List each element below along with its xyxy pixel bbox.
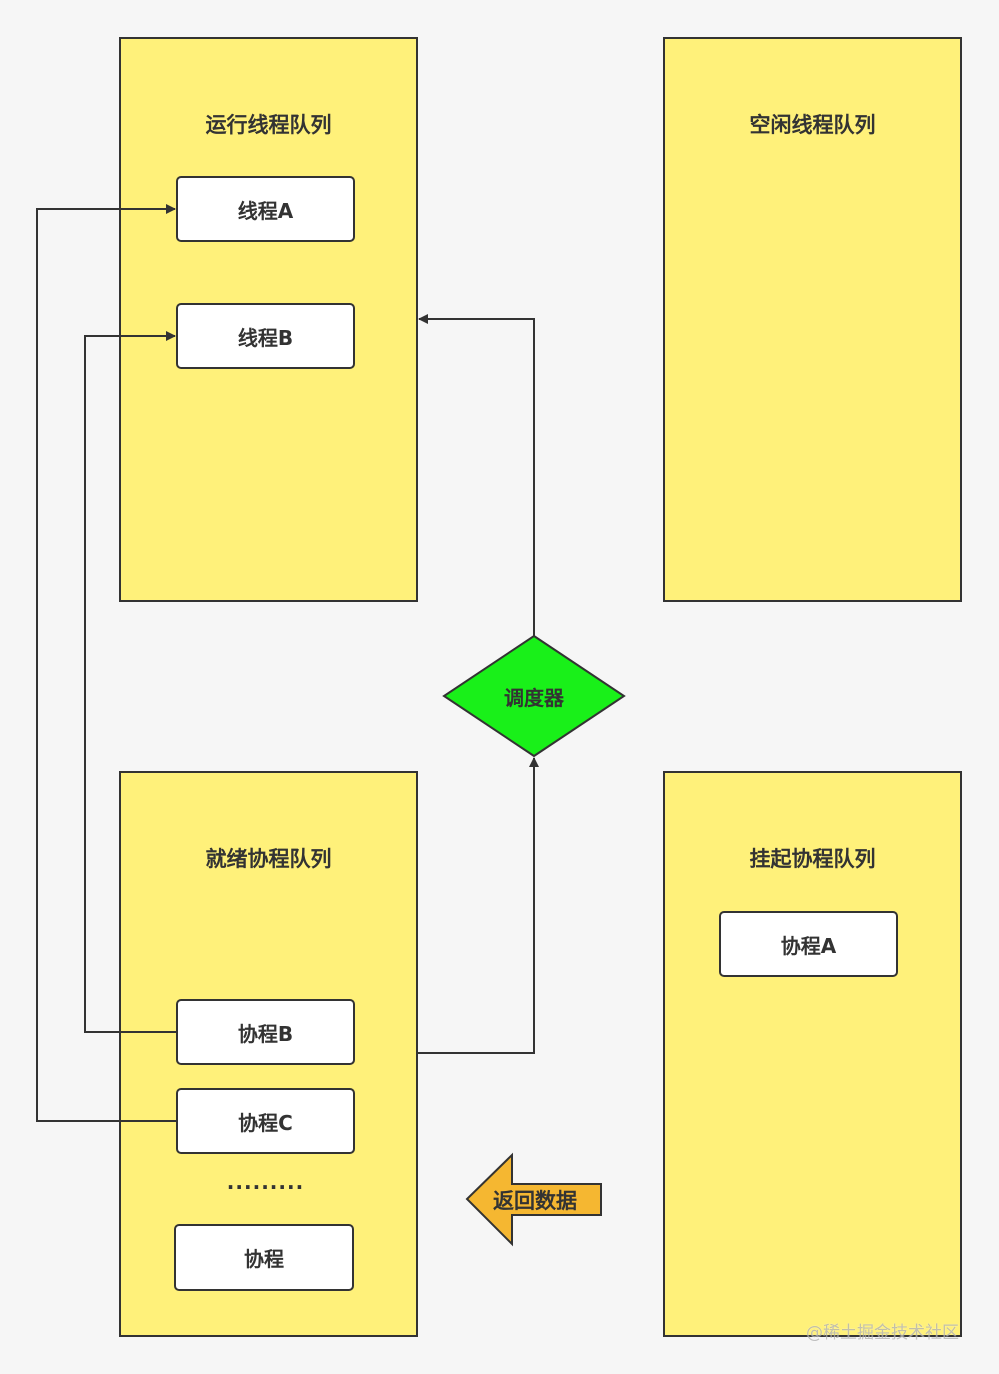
return-data-label: 返回数据 bbox=[493, 1189, 577, 1213]
thread-b-box: 线程B bbox=[176, 303, 355, 369]
coroutine-b-box: 协程B bbox=[176, 999, 355, 1065]
watermark: @稀土掘金技术社区 bbox=[806, 1323, 959, 1343]
scheduler-label: 调度器 bbox=[504, 685, 564, 710]
coroutine-c-box: 协程C bbox=[176, 1088, 355, 1154]
coroutine-a-box: 协程A bbox=[719, 911, 898, 977]
scheduler-diamond bbox=[442, 634, 626, 758]
idle-thread-queue-title: 空闲线程队列 bbox=[749, 113, 876, 137]
coroutine-b-to-thread-b-connector bbox=[84, 331, 176, 1033]
suspended-coroutine-queue-panel: 挂起协程队列 bbox=[663, 771, 962, 1337]
return-data-arrow bbox=[465, 1152, 602, 1247]
thread-a-box: 线程A bbox=[176, 176, 355, 242]
more-coroutines-ellipsis: ......... bbox=[226, 1170, 305, 1194]
ready-coroutine-queue-title: 就绪协程队列 bbox=[205, 847, 332, 871]
coroutine-c-to-thread-a-connector bbox=[36, 204, 176, 1122]
coroutine-box: 协程 bbox=[174, 1224, 354, 1291]
scheduler-to-running-queue-connector bbox=[418, 314, 535, 636]
running-thread-queue-title: 运行线程队列 bbox=[205, 113, 332, 137]
ready-queue-to-scheduler-connector bbox=[418, 757, 539, 1054]
suspended-coroutine-queue-title: 挂起协程队列 bbox=[749, 847, 876, 871]
idle-thread-queue-panel: 空闲线程队列 bbox=[663, 37, 962, 602]
